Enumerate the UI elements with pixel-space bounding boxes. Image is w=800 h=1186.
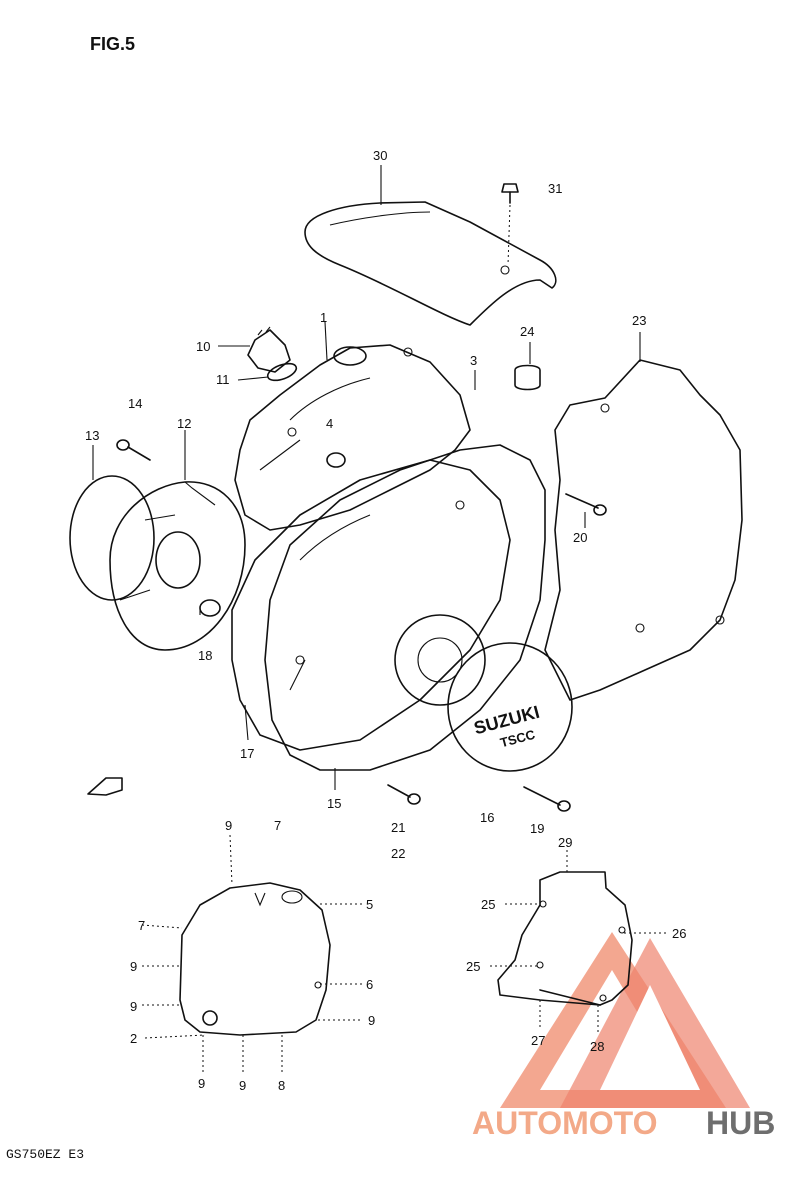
callout-16: 16 xyxy=(480,810,494,825)
part-11-o-ring xyxy=(266,362,298,382)
watermark-logo xyxy=(500,932,750,1108)
part-14-bolt xyxy=(116,439,151,461)
callout-23: 23 xyxy=(632,313,646,328)
callout-9-left-b: 9 xyxy=(130,999,137,1014)
callout-17: 17 xyxy=(240,746,254,761)
part-19-bolt xyxy=(523,786,571,812)
part-17-gasket xyxy=(231,459,511,751)
part-24-dowel xyxy=(514,364,541,391)
callout-labels: 30 31 1 10 11 3 24 23 14 13 12 4 20 18 1… xyxy=(85,148,686,1093)
callout-7-top: 7 xyxy=(274,818,281,833)
callout-14: 14 xyxy=(128,396,142,411)
callout-8: 8 xyxy=(278,1078,285,1093)
part-16-badge: SUZUKI TSCC xyxy=(447,642,573,772)
lower-left-cover-gasket xyxy=(179,882,331,1036)
callout-4: 4 xyxy=(326,416,333,431)
callout-9-top: 9 xyxy=(225,818,232,833)
callout-2: 2 xyxy=(130,1031,137,1046)
watermark-text-auto: AUTOMOTO xyxy=(472,1105,657,1141)
callout-24: 24 xyxy=(520,324,534,339)
part-12-starter-cover xyxy=(109,481,246,651)
callout-31: 31 xyxy=(548,181,562,196)
callout-21: 21 xyxy=(391,820,405,835)
leader-lines xyxy=(92,165,668,1072)
callout-9-left-a: 9 xyxy=(130,959,137,974)
callout-30: 30 xyxy=(373,148,387,163)
callout-20: 20 xyxy=(573,530,587,545)
callout-13: 13 xyxy=(85,428,99,443)
callout-19: 19 xyxy=(530,821,544,836)
callout-1: 1 xyxy=(320,310,327,325)
model-code: GS750EZ E3 xyxy=(6,1147,84,1162)
callout-25-top: 25 xyxy=(481,897,495,912)
part-20-bolt xyxy=(565,493,607,516)
callout-9-bottom-a: 9 xyxy=(198,1076,205,1091)
callout-22: 22 xyxy=(391,846,405,861)
part-1-crankcase-housing xyxy=(234,344,471,531)
callout-12: 12 xyxy=(177,416,191,431)
part-13-gasket xyxy=(69,475,155,601)
part-15-generator-cover xyxy=(264,444,546,771)
callout-11: 11 xyxy=(216,372,230,387)
callout-27: 27 xyxy=(531,1033,545,1048)
callout-25-bottom: 25 xyxy=(466,959,480,974)
callout-29: 29 xyxy=(558,835,572,850)
front-direction-arrow-icon xyxy=(87,777,123,796)
callout-9-right: 9 xyxy=(368,1013,375,1028)
part-31-bolt xyxy=(501,183,519,266)
figure-label: FIG.5 xyxy=(90,34,135,54)
callout-7-left: 7 xyxy=(138,918,145,933)
part-4-dowel-pin xyxy=(326,452,346,468)
callout-3: 3 xyxy=(470,353,477,368)
callout-26: 26 xyxy=(672,926,686,941)
callout-6: 6 xyxy=(366,977,373,992)
part-23-right-cover xyxy=(544,359,743,701)
lower-right-bracket-assembly xyxy=(497,871,633,1006)
callout-10: 10 xyxy=(196,339,210,354)
callout-9-bottom-b: 9 xyxy=(239,1078,246,1093)
part-21-bolt xyxy=(387,784,421,805)
watermark-text-hub: HUB xyxy=(706,1105,775,1141)
callout-15: 15 xyxy=(327,796,341,811)
callout-28: 28 xyxy=(590,1039,604,1054)
part-30-cover-plate xyxy=(304,201,557,326)
part-10-oil-filler-cap xyxy=(247,326,291,373)
callout-5: 5 xyxy=(366,897,373,912)
part-18-dowel xyxy=(199,599,221,617)
callout-18: 18 xyxy=(198,648,212,663)
